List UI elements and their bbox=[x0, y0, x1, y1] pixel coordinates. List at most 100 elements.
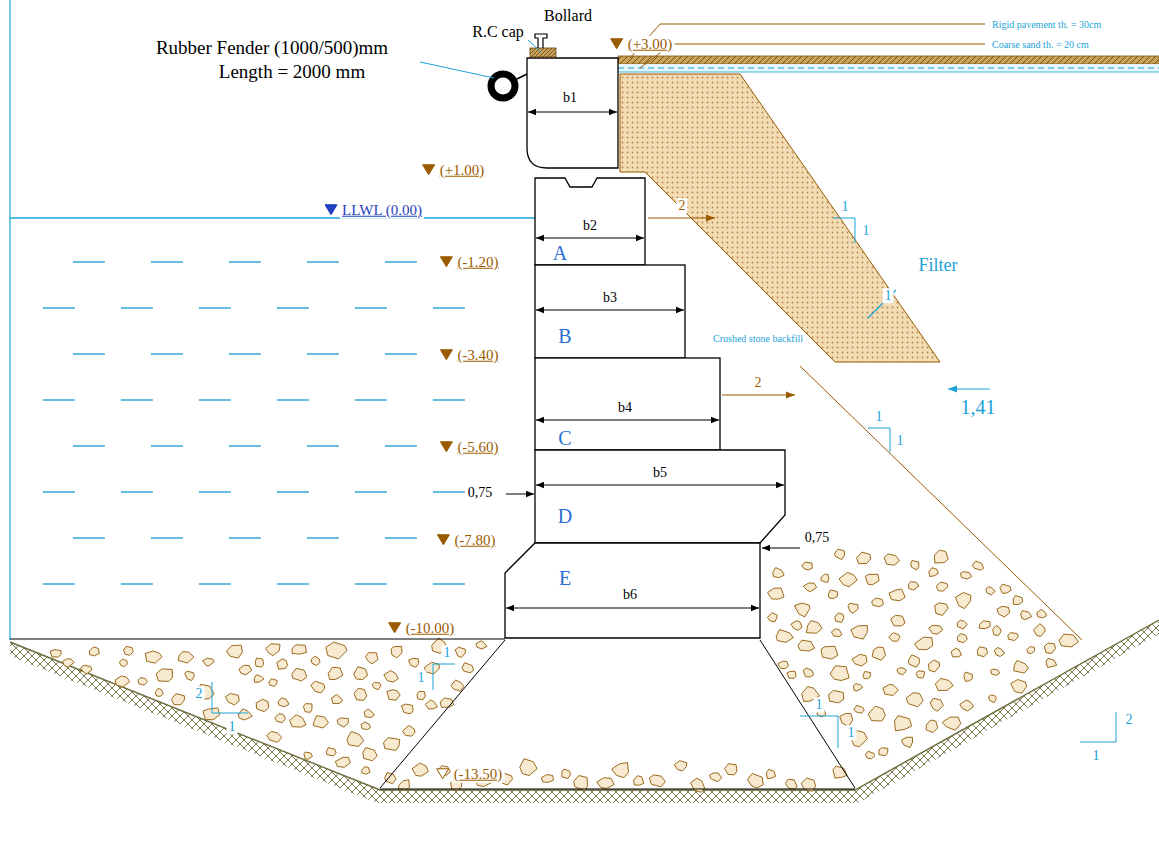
rubble-stone bbox=[991, 669, 1000, 675]
rubble-stone bbox=[957, 634, 967, 643]
rubble-stone bbox=[951, 648, 961, 657]
width-dimension: b1 bbox=[563, 90, 577, 105]
rubble-stone bbox=[936, 582, 948, 591]
water-dash bbox=[385, 445, 417, 446]
water-dash bbox=[355, 583, 387, 584]
rubble-stone bbox=[239, 665, 252, 674]
rubble-stone bbox=[865, 574, 879, 585]
slope-ratio: 1 bbox=[416, 670, 427, 685]
rubble-stone bbox=[798, 640, 815, 651]
rubble-stone bbox=[171, 694, 184, 705]
rubble-stone bbox=[884, 554, 899, 565]
water-dash bbox=[121, 307, 153, 308]
rubble-stone bbox=[138, 678, 148, 686]
rubble-stone bbox=[574, 776, 588, 791]
rubble-stone bbox=[403, 725, 415, 736]
slope-ratio: 1 bbox=[883, 288, 894, 303]
rubble-stone bbox=[993, 626, 1002, 636]
rubble-stone bbox=[803, 583, 816, 592]
slope-ratio: 1 bbox=[1091, 748, 1102, 763]
rubble-stone bbox=[332, 695, 343, 704]
rubble-stone bbox=[854, 705, 864, 713]
water-dash bbox=[73, 353, 105, 354]
rubble-stone bbox=[977, 647, 987, 657]
rubble-stone bbox=[994, 648, 1004, 657]
rubble-stone bbox=[1059, 634, 1079, 647]
elevation-marker bbox=[389, 623, 401, 633]
rubble-stone bbox=[901, 737, 912, 747]
water-dash bbox=[307, 353, 339, 354]
rubble-stone bbox=[835, 613, 844, 622]
rubble-stone bbox=[889, 589, 905, 601]
slope-ratio: 2 bbox=[1124, 712, 1135, 727]
rubble-stone bbox=[828, 590, 837, 599]
rubble-stone bbox=[956, 593, 971, 609]
rubble-stone bbox=[768, 588, 784, 599]
rubble-stone bbox=[997, 606, 1010, 617]
rubble-stone bbox=[290, 715, 306, 727]
rubble-stone bbox=[115, 676, 129, 687]
rubble-stone bbox=[989, 695, 997, 703]
rubble-stone bbox=[328, 667, 343, 679]
rubble-stone bbox=[408, 658, 418, 667]
quay-block: b4C bbox=[535, 358, 720, 450]
slope-ratio: 1 bbox=[895, 433, 906, 448]
elevation-marker bbox=[440, 350, 452, 360]
rubble-stone bbox=[354, 688, 367, 700]
rubble-stone bbox=[634, 776, 644, 785]
rubble-stone bbox=[839, 572, 857, 586]
water-dash bbox=[151, 537, 183, 538]
water-dash bbox=[199, 399, 231, 400]
rubble-stone bbox=[872, 598, 884, 607]
rubble-stone bbox=[929, 660, 940, 672]
rubble-stone bbox=[269, 679, 277, 687]
rubble-stone bbox=[935, 603, 949, 616]
water-dash bbox=[43, 399, 75, 400]
rubble-stone bbox=[1046, 658, 1057, 667]
rubble-stone bbox=[909, 582, 919, 590]
water-dash bbox=[277, 491, 309, 492]
elevation-label: (-10.00) bbox=[404, 620, 457, 637]
slope-ratio: 1 bbox=[861, 223, 872, 238]
rubble-stone bbox=[1044, 643, 1055, 653]
dimension: 1,41 bbox=[959, 396, 998, 418]
rubble-stone bbox=[891, 615, 905, 626]
elevation-label: (-13.50) bbox=[452, 766, 505, 783]
width-dimension: b6 bbox=[623, 587, 637, 602]
rubble-stone bbox=[203, 658, 215, 666]
quay-block: Eb6 bbox=[505, 543, 760, 638]
water-dash bbox=[277, 307, 309, 308]
water-dash bbox=[385, 537, 417, 538]
rubble-stone bbox=[119, 659, 127, 667]
part-name: Length = 2000 mm bbox=[217, 62, 367, 83]
rubble-stone bbox=[852, 654, 867, 666]
rubble-stone bbox=[203, 708, 220, 720]
water-dash bbox=[307, 261, 339, 262]
rubble-stone bbox=[1021, 611, 1032, 620]
quay-block: b3B bbox=[535, 265, 685, 358]
part-name: Bollard bbox=[542, 7, 594, 25]
water-dash bbox=[307, 445, 339, 446]
rubble-stone bbox=[311, 681, 325, 693]
water-dash bbox=[43, 307, 75, 308]
dimension: 0,75 bbox=[466, 485, 495, 500]
rubble-stone bbox=[1014, 661, 1029, 673]
rubble-stone bbox=[972, 561, 983, 570]
rubble-stone bbox=[857, 552, 871, 564]
rubble-stone bbox=[520, 759, 537, 776]
part-name: Rubber Fender (1000/500)mm bbox=[154, 38, 390, 59]
rubble-stone bbox=[326, 642, 347, 659]
rubble-stone bbox=[787, 671, 796, 678]
width-dimension: b5 bbox=[653, 465, 667, 480]
rubble-stone bbox=[476, 641, 487, 649]
slope-ratio: 1 bbox=[442, 645, 453, 660]
water-dash bbox=[355, 491, 387, 492]
rubble-stone bbox=[311, 656, 320, 665]
rubble-stone bbox=[1037, 609, 1047, 617]
dimension: 0,75 bbox=[803, 530, 832, 545]
rubble-stone bbox=[915, 637, 933, 649]
block-letter: A bbox=[553, 242, 567, 264]
elevation-marker bbox=[440, 257, 452, 267]
rubble-stone bbox=[1027, 647, 1035, 654]
